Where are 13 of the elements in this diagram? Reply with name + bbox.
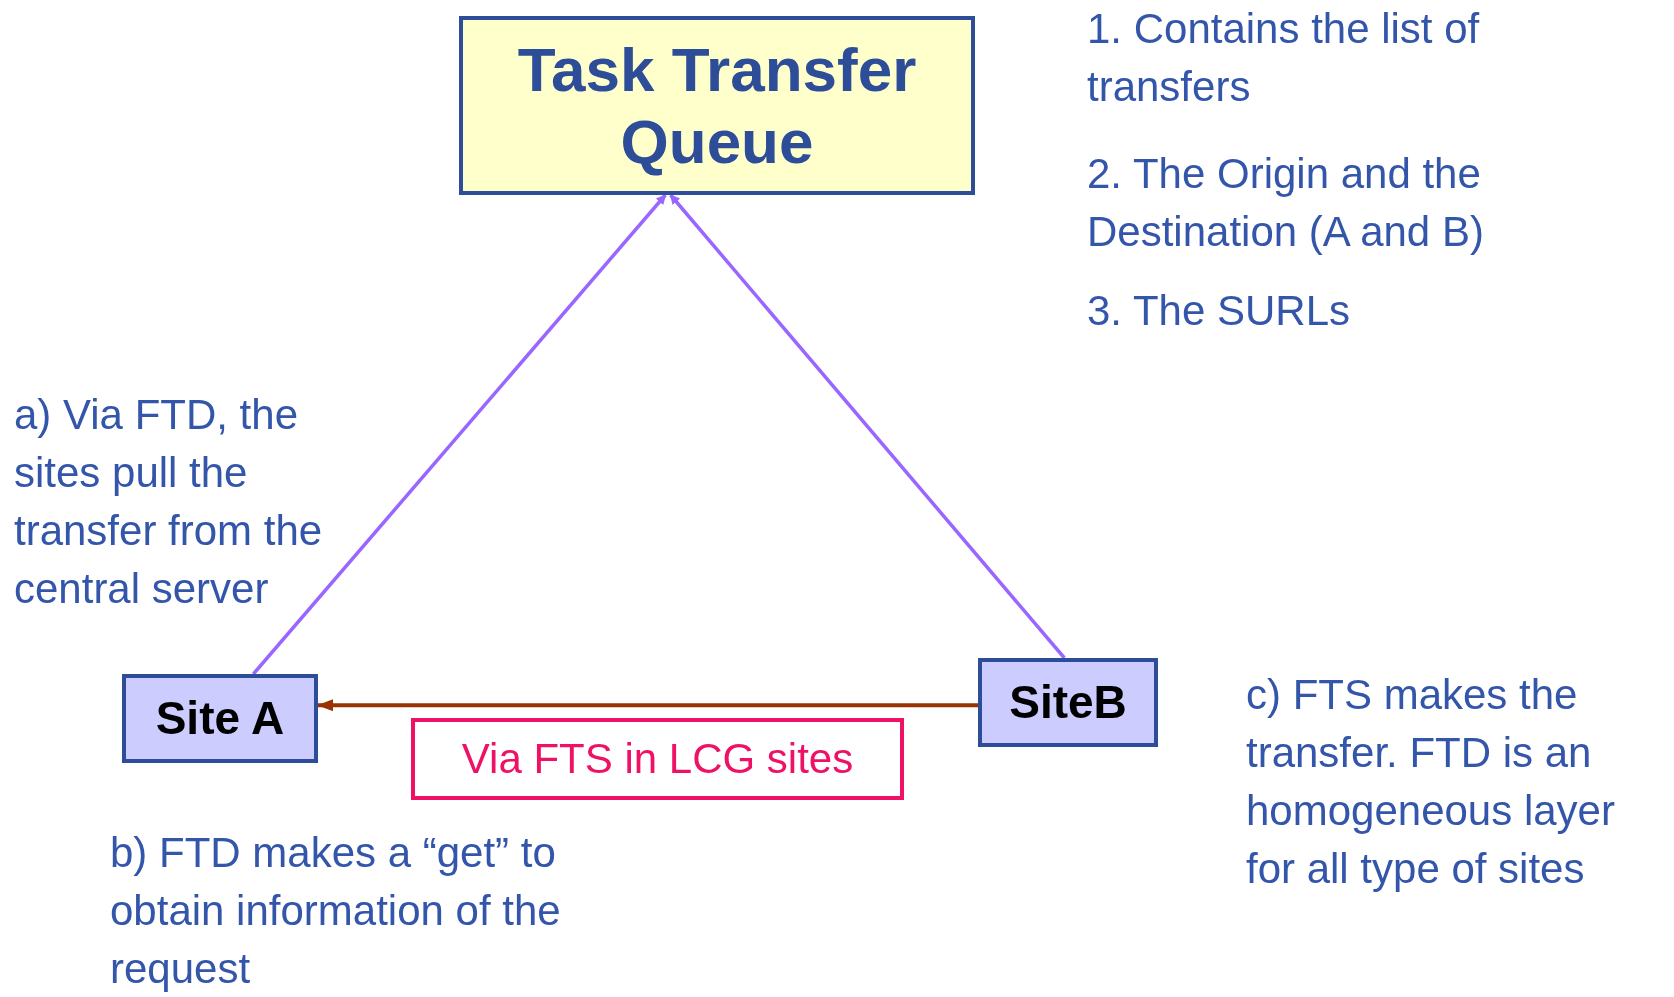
note-text: 1. Contains the list of transfers (1087, 4, 1481, 112)
note-text: c) FTS makes the transfer. FTD is an homogeneous layer for all type of sites (1246, 670, 1616, 894)
process-box: Task Transfer Queue (459, 16, 975, 195)
site-box: Site A (122, 674, 318, 763)
arrow (669, 193, 1066, 660)
note-text: a) Via FTD, the sites pull the transfer from the central server (14, 390, 324, 614)
note-text: b) FTD makes a “get” to obtain information of the request (110, 828, 562, 994)
arrow (317, 699, 978, 712)
note-box: Via FTS in LCG sites (411, 718, 904, 800)
note-text: 3. The SURLs (1087, 286, 1351, 336)
site-box: SiteB (978, 658, 1158, 747)
note-text: 2. The Origin and the Destination (A and B) (1087, 149, 1485, 257)
arrow (252, 193, 667, 676)
